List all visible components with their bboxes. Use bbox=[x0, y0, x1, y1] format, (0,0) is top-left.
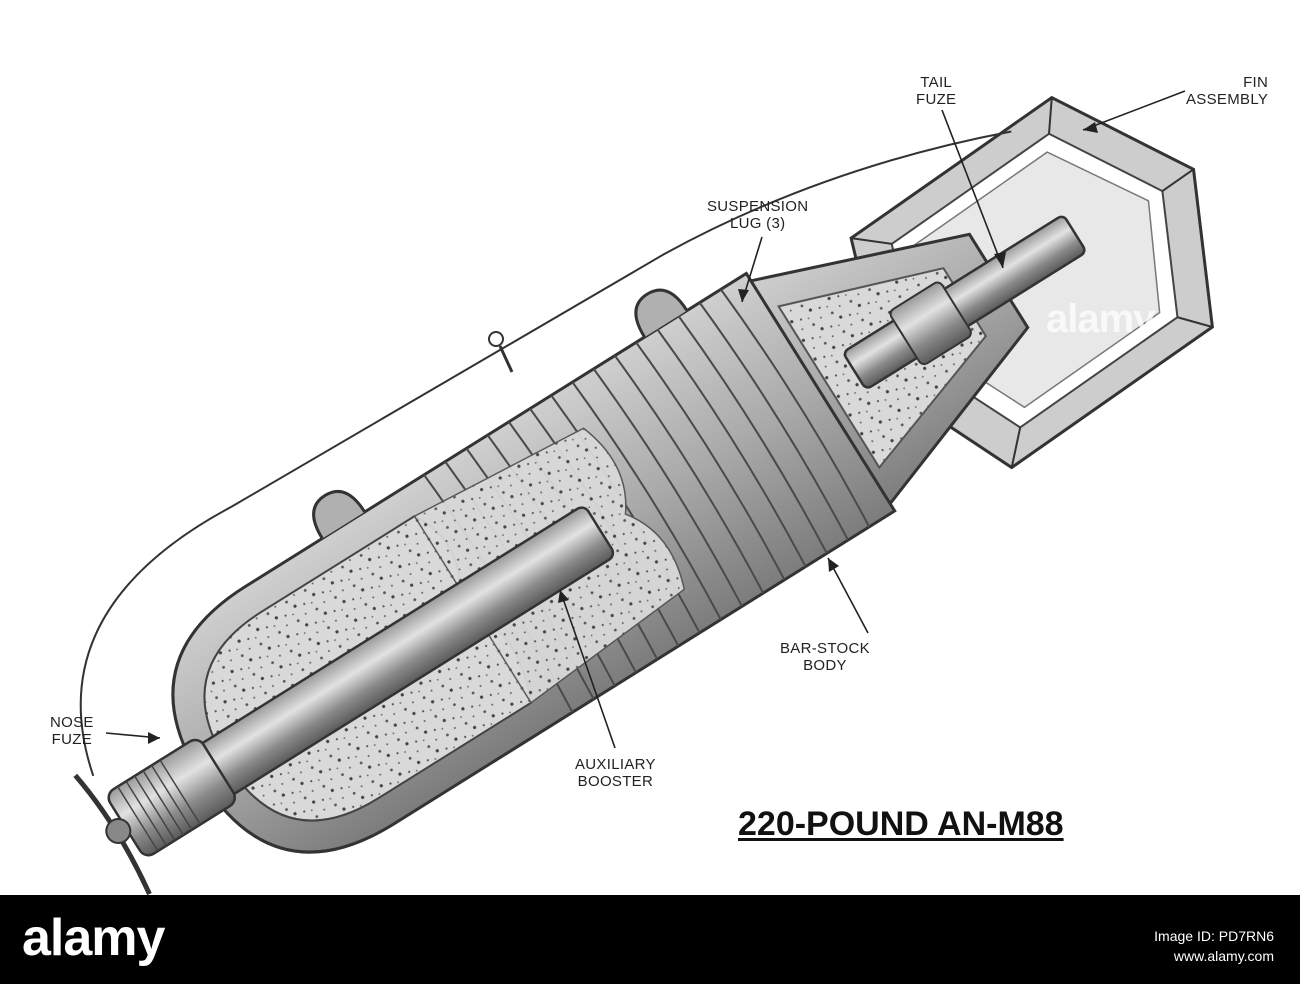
callout-suspension-lug-line1: SUSPENSION bbox=[707, 198, 809, 215]
callout-nose-fuze: NOSE FUZE bbox=[50, 714, 94, 748]
callout-tail-fuze-line1: TAIL bbox=[920, 74, 953, 91]
callout-nose-fuze-line1: NOSE bbox=[50, 714, 94, 731]
alamy-logo[interactable]: alamy bbox=[22, 909, 165, 967]
callout-fin-assembly-line1: FIN bbox=[1243, 74, 1269, 91]
callout-suspension-lug: SUSPENSION LUG (3) bbox=[707, 198, 808, 232]
stock-footer-bar bbox=[0, 895, 1300, 984]
callout-auxiliary-booster-line2: BOOSTER bbox=[577, 773, 654, 790]
callout-fin-assembly-line2: ASSEMBLY bbox=[1186, 91, 1269, 108]
callout-bar-stock-body-line2: BODY bbox=[803, 657, 847, 674]
bomb-body-shape bbox=[73, 130, 1086, 895]
callout-nose-fuze-line2: FUZE bbox=[51, 731, 93, 748]
callout-suspension-lug-line2: LUG (3) bbox=[729, 215, 786, 232]
image-id-label: Image ID: PD7RN6 bbox=[1154, 928, 1274, 944]
callout-auxiliary-booster-line1: AUXILIARY bbox=[575, 756, 656, 773]
callout-tail-fuze-line2: FUZE bbox=[916, 91, 957, 108]
callout-fin-assembly: FIN ASSEMBLY bbox=[1186, 74, 1268, 108]
callout-bar-stock-body-line1: BAR-STOCK bbox=[780, 640, 870, 657]
diagram-title: 220-POUND AN-M88 bbox=[738, 805, 1064, 843]
callout-auxiliary-booster: AUXILIARY BOOSTER bbox=[575, 756, 656, 790]
bomb-illustration bbox=[73, 90, 1214, 895]
callout-tail-fuze: TAIL FUZE bbox=[916, 74, 956, 108]
bomb-diagram: TAIL FUZE FIN ASSEMBLY SUSPENSION LUG (3… bbox=[50, 74, 1268, 895]
leader-arrowheads bbox=[148, 122, 1098, 744]
arming-ring-shape bbox=[488, 331, 504, 347]
site-link[interactable]: www.alamy.com bbox=[1173, 948, 1274, 964]
callout-bar-stock-body: BAR-STOCK BODY bbox=[780, 640, 870, 674]
alamy-watermark: alamy bbox=[1046, 297, 1155, 341]
